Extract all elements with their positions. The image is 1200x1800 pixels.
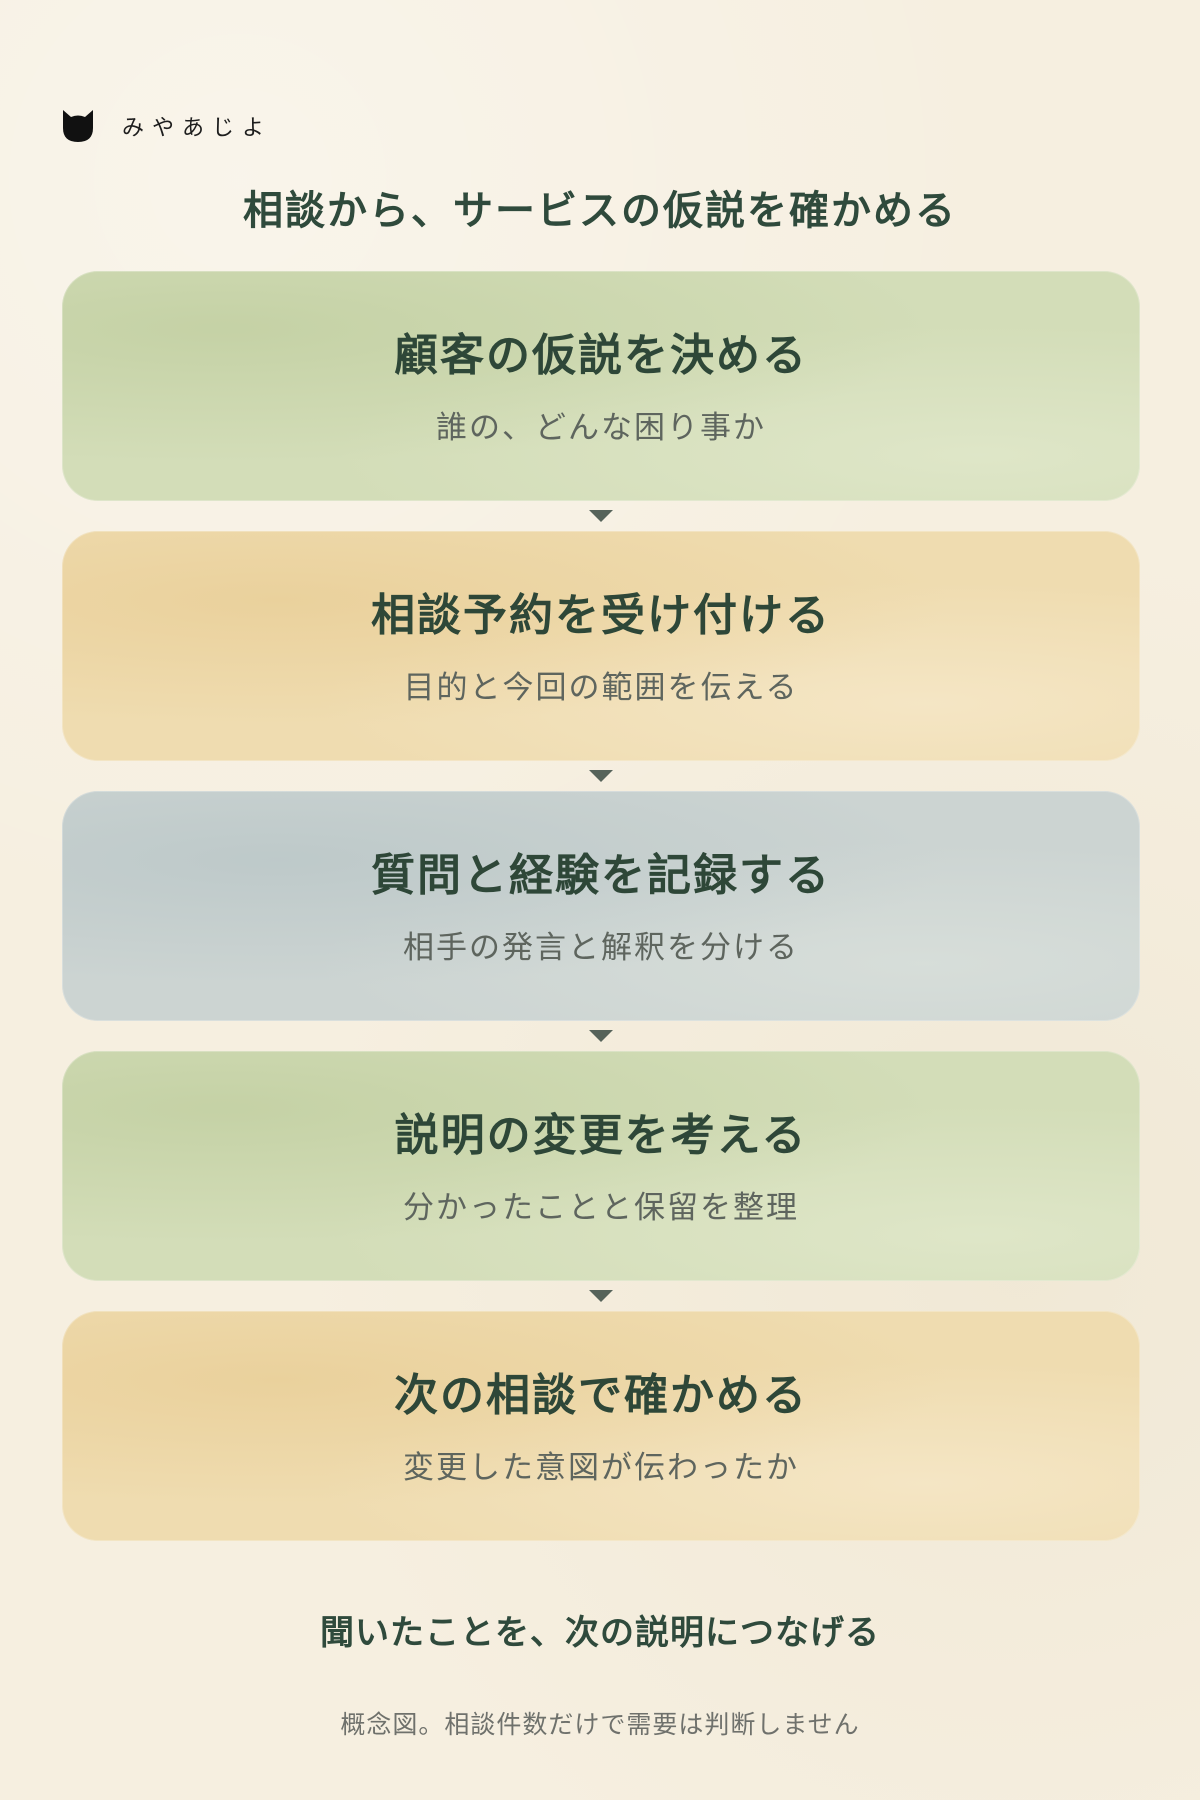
flow-steps: 顧客の仮説を決める 誰の、どんな困り事か 相談予約を受け付ける 目的と今回の範囲… — [62, 271, 1140, 1541]
cat-icon — [63, 110, 93, 142]
step-card-2: 相談予約を受け付ける 目的と今回の範囲を伝える — [62, 531, 1140, 761]
step-card-3: 質問と経験を記録する 相手の発言と解釈を分ける — [62, 791, 1140, 1021]
step-card-4: 説明の変更を考える 分かったことと保留を整理 — [62, 1051, 1140, 1281]
step-connector — [62, 1021, 1140, 1051]
arrow-down-icon — [589, 510, 613, 522]
step-title: 顧客の仮説を決める — [394, 330, 808, 381]
step-subtitle: 変更した意図が伝わったか — [403, 1450, 799, 1486]
step-subtitle: 誰の、どんな困り事か — [436, 410, 766, 446]
step-title: 相談予約を受け付ける — [371, 590, 831, 641]
step-subtitle: 分かったことと保留を整理 — [403, 1190, 799, 1226]
arrow-down-icon — [589, 770, 613, 782]
arrow-down-icon — [589, 1290, 613, 1302]
brand: みやあじよ — [60, 106, 272, 146]
step-connector — [62, 761, 1140, 791]
step-connector — [62, 1281, 1140, 1311]
arrow-down-icon — [589, 1030, 613, 1042]
step-subtitle: 相手の発言と解釈を分ける — [403, 930, 799, 966]
page-title: 相談から、サービスの仮説を確かめる — [243, 188, 957, 234]
step-title: 次の相談で確かめる — [394, 1370, 808, 1421]
footer-message: 聞いたことを、次の説明につなげる — [320, 1613, 880, 1653]
step-card-5: 次の相談で確かめる 変更した意図が伝わったか — [62, 1311, 1140, 1541]
step-title: 説明の変更を考える — [394, 1110, 808, 1161]
step-title: 質問と経験を記録する — [371, 850, 831, 901]
brand-name: みやあじよ — [122, 116, 273, 141]
footer-note: 概念図。相談件数だけで需要は判断しません — [340, 1710, 860, 1739]
step-connector — [62, 501, 1140, 531]
step-subtitle: 目的と今回の範囲を伝える — [403, 670, 799, 706]
step-card-1: 顧客の仮説を決める 誰の、どんな困り事か — [62, 271, 1140, 501]
